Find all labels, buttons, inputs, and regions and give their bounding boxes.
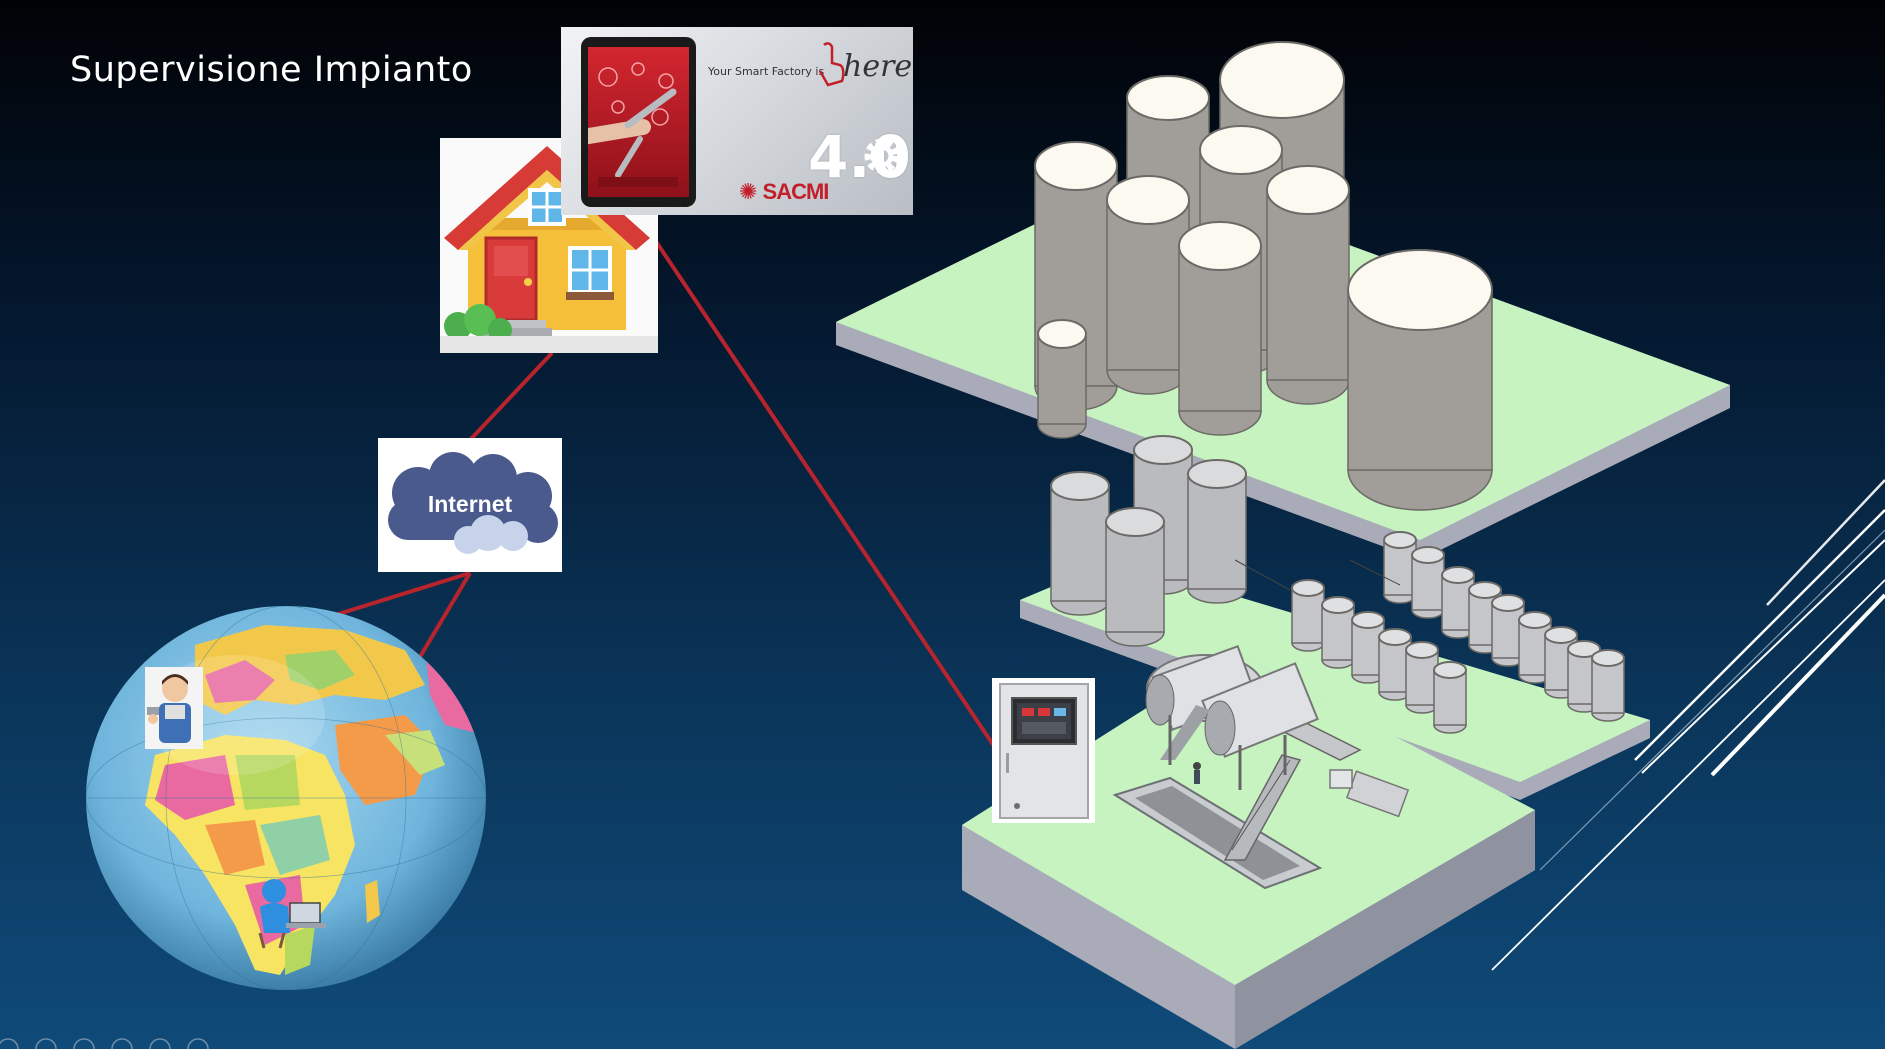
here-word: here — [843, 49, 913, 84]
control-panel-card — [992, 678, 1095, 823]
cloud-icon — [388, 452, 558, 554]
small-tank-3 — [1441, 566, 1475, 639]
tagline: Your Smart Factory is — [708, 65, 825, 78]
slide-title: Supervisione Impianto — [70, 50, 473, 90]
middle-platform — [1020, 560, 1650, 800]
line-home-to-internet — [468, 351, 554, 442]
small-tank-13 — [1378, 628, 1412, 701]
storage-tanks — [1034, 41, 1493, 511]
small-tank-2 — [1411, 546, 1445, 619]
steel-tank-2 — [1187, 459, 1247, 604]
sacmi-logo: ✺ SACMI — [739, 179, 830, 205]
technician-icon — [147, 674, 191, 743]
steel-tank-3 — [1050, 471, 1110, 616]
wrench-icon — [588, 62, 678, 187]
gear-icon — [864, 138, 900, 174]
press-drum-2 — [1201, 662, 1319, 758]
storage-tank-9 — [1347, 249, 1493, 511]
user-laptop-icon — [258, 879, 326, 949]
technician-avatar — [145, 667, 203, 749]
smart-factory-card: Your Smart Factory is here 4.0 ✺ SACMI — [561, 27, 913, 215]
slide-nav-dots — [0, 1038, 209, 1049]
small-tank-10 — [1291, 579, 1325, 652]
internet-label: Internet — [427, 491, 513, 517]
small-tank-9 — [1591, 649, 1625, 722]
small-tank-14 — [1405, 641, 1439, 714]
storage-tank-7 — [1178, 221, 1262, 436]
tablet-image — [581, 37, 696, 207]
storage-tank-5 — [1266, 165, 1350, 405]
storage-tank-8 — [1037, 319, 1087, 439]
storage-tank-6 — [1106, 175, 1190, 395]
internet-card: Internet — [378, 438, 562, 572]
sacmi-star-icon: ✺ — [739, 180, 758, 205]
home-card — [440, 138, 658, 353]
small-tank-15 — [1433, 661, 1467, 734]
pointer-hand-icon — [818, 42, 845, 87]
sacmi-brand: SACMI — [762, 179, 830, 204]
globe — [85, 605, 487, 992]
line-home-to-control-panel — [653, 238, 1002, 757]
small-tank-11 — [1321, 596, 1355, 669]
processing-machinery — [1112, 645, 1410, 890]
control-panel-icon — [999, 683, 1089, 819]
plant-illustration — [836, 41, 1730, 1049]
small-tank-row — [1291, 531, 1625, 734]
small-tank-1 — [1383, 531, 1417, 604]
fermentation-tanks — [1050, 435, 1247, 647]
steel-tank-4 — [1105, 507, 1165, 647]
decorative-lines — [1491, 479, 1885, 971]
